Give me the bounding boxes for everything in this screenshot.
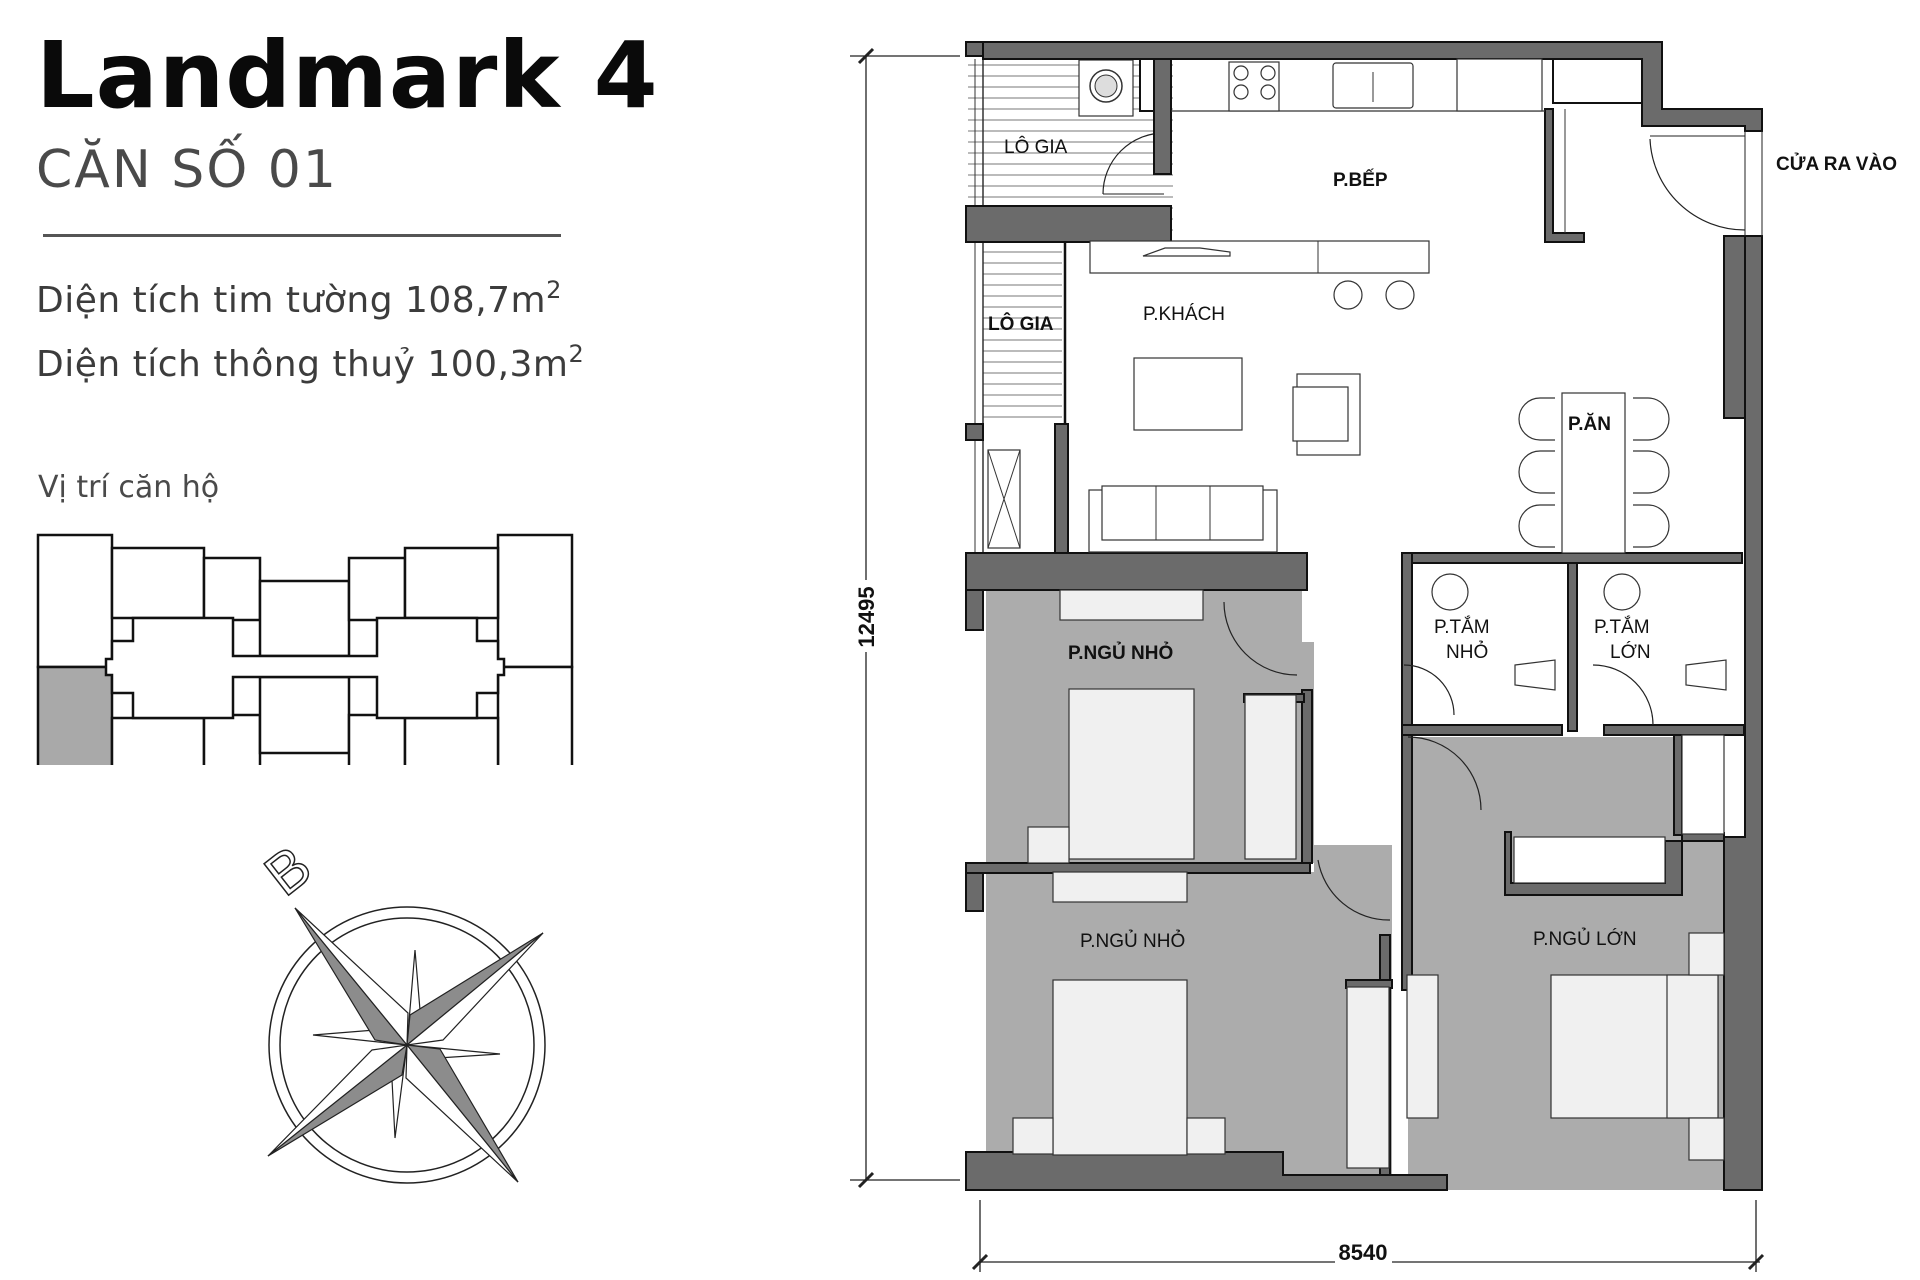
label-bedroom-master: P.NGỦ LỚN [1533, 928, 1637, 950]
unit-number: CĂN SỐ 01 [36, 140, 338, 200]
nightstand [1688, 932, 1725, 976]
label-dining: P.ĂN [1568, 413, 1611, 435]
label-living: P.KHÁCH [1143, 304, 1225, 325]
nightstand [1012, 1117, 1054, 1155]
logia-door [1102, 132, 1165, 195]
bar-stool [1385, 280, 1415, 310]
coffee-table [1133, 357, 1243, 431]
label-bedroom-small-b: P.NGỦ NHỎ [1080, 930, 1185, 952]
label-bath-large-2: LỚN [1610, 641, 1651, 663]
label-entrance: CỬA RA VÀO [1776, 153, 1897, 175]
site-core [104, 616, 506, 720]
label-logia-left: LÔ GIA [988, 313, 1054, 335]
bed-small-b [1052, 979, 1188, 1156]
tv-stand-master [1406, 974, 1439, 1119]
tv-icon [1142, 247, 1231, 257]
bath-large-door[interactable] [1592, 664, 1654, 726]
entrance-door[interactable] [1649, 138, 1746, 231]
nightstand [1186, 1117, 1226, 1155]
unit-superscript: 2 [568, 340, 585, 368]
label-bath-small-1: P.TẮM [1434, 616, 1490, 638]
area-wall-center: Diện tích tim tường 108,7m2 [36, 276, 562, 321]
site-unit [347, 713, 407, 765]
fridge [1456, 58, 1543, 112]
label-bath-small-2: NHỎ [1446, 641, 1488, 663]
wardrobe-small-b [1346, 986, 1390, 1169]
dimension-height-label: 12495 [854, 586, 879, 647]
compass-outer-ring [268, 906, 546, 1184]
bed-small-a [1068, 688, 1195, 860]
dimension-width-label: 8540 [1339, 1240, 1388, 1265]
master-bedroom-door[interactable] [1407, 736, 1482, 811]
site-unit-highlighted [36, 665, 114, 765]
walls [965, 41, 1763, 1191]
wardrobe-small-a [1244, 694, 1297, 860]
toilet [1514, 659, 1556, 691]
project-title: Landmark 4 [36, 22, 659, 129]
toilet [1685, 659, 1727, 691]
compass-inner-ring [279, 917, 535, 1173]
logia-left [983, 242, 1062, 424]
divider [43, 234, 561, 237]
tv-console [1089, 240, 1430, 274]
bedroom-small-b-door[interactable] [1317, 859, 1391, 921]
site-unit [496, 665, 574, 765]
nightstand [1027, 826, 1070, 864]
tv-stand-small-b [1052, 871, 1188, 903]
nightstand [1688, 1117, 1725, 1161]
site-unit [347, 556, 407, 622]
label-bedroom-small-a: P.NGỦ NHỎ [1068, 642, 1173, 664]
area-clear-text: Diện tích thông thuỷ 100,3m [36, 344, 569, 385]
site-unit [258, 675, 351, 755]
bedroom-small-a-door[interactable] [1223, 601, 1298, 676]
storage-master [1681, 734, 1725, 835]
tv-stand-small-a [1059, 589, 1204, 621]
dining-chairs [1518, 397, 1670, 548]
site-key-plan [36, 533, 574, 765]
dimension-horizontal [971, 1200, 1765, 1272]
bath-small-door[interactable] [1403, 664, 1455, 716]
compass-rose: B [252, 833, 546, 1184]
location-label: Vị trí căn hộ [38, 470, 220, 505]
area-wall-center-text: Diện tích tim tường 108,7m [36, 280, 547, 321]
label-kitchen: P.BẾP [1333, 169, 1388, 191]
wardrobe-master [1513, 836, 1666, 884]
dining-table [1561, 392, 1626, 554]
label-logia-top: LÔ GIA [1004, 136, 1068, 158]
site-unit [403, 546, 500, 620]
unit-superscript: 2 [546, 276, 562, 304]
bar-stool [1333, 280, 1363, 310]
washbasin [1603, 573, 1641, 611]
label-bath-large-1: P.TẮM [1594, 616, 1650, 638]
area-clear: Diện tích thông thuỷ 100,3m2 [36, 340, 584, 385]
washbasin [1431, 573, 1469, 611]
dimension-vertical [850, 47, 960, 1189]
